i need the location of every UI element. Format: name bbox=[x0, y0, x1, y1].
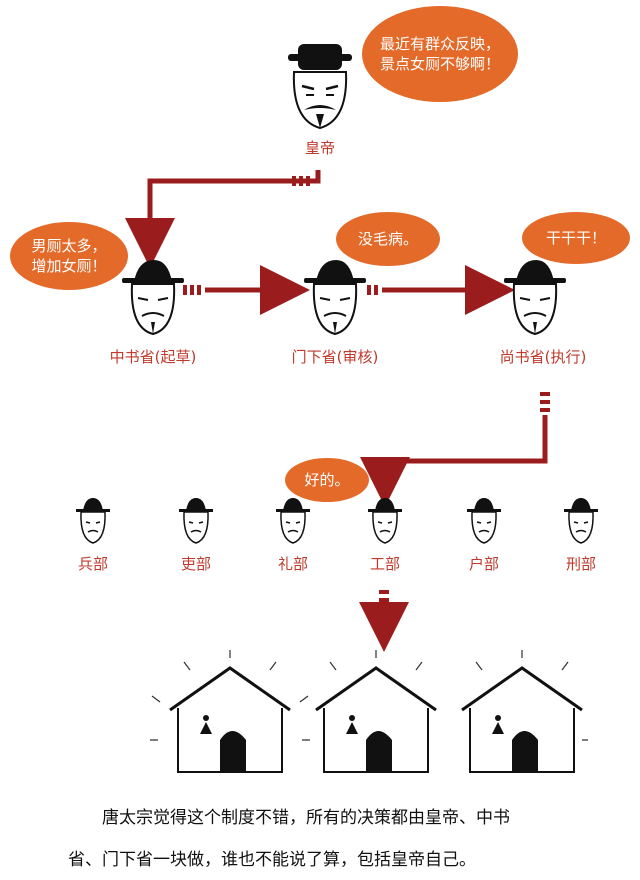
hubu-face-icon bbox=[467, 498, 501, 544]
emperor-speech-bubble: 最近有群众反映，景点女厕不够啊！ bbox=[362, 6, 518, 102]
arrow-gongbu-to-toilets bbox=[359, 590, 409, 652]
bingbu-face-icon bbox=[76, 498, 110, 544]
caption-line-2: 省、门下省一块做，谁也不能说了算，包括皇帝自己。 bbox=[68, 850, 476, 870]
ministry-label-bingbu: 兵部 bbox=[77, 555, 108, 573]
caption-line-1: 唐太宗觉得这个制度不错，所有的决策都由皇帝、中书 bbox=[102, 808, 510, 828]
menxia-speech-bubble: 没毛病。 bbox=[336, 212, 440, 266]
emperor-face-icon bbox=[288, 44, 352, 130]
libu-rites-face-icon bbox=[276, 498, 310, 544]
zhongshu-label: 中书省(起草) bbox=[109, 348, 197, 366]
arrow-shangshu-to-gongbu bbox=[360, 392, 550, 507]
shangshu-speech-bubble: 干干干！ bbox=[522, 212, 630, 264]
menxia-label: 门下省(审核) bbox=[291, 348, 379, 366]
zhongshu-face-icon bbox=[122, 260, 184, 336]
emperor-label: 皇帝 bbox=[304, 139, 335, 157]
arrow-emperor-to-zhongshu bbox=[125, 170, 321, 268]
gongbu-speech-bubble: 好的。 bbox=[285, 458, 369, 502]
ministry-label-libu-rites: 礼部 bbox=[277, 555, 308, 573]
ministry-label-xingbu: 刑部 bbox=[565, 555, 596, 573]
shangshu-speech: 干干干！ bbox=[545, 229, 606, 247]
ministry-label-gongbu: 工部 bbox=[369, 555, 400, 573]
womens-toilet-icon bbox=[315, 650, 437, 773]
menxia-face-icon bbox=[304, 260, 366, 336]
libu-official-face-icon bbox=[179, 498, 213, 544]
ministry-label-hubu: 户部 bbox=[468, 555, 499, 573]
shangshu-label: 尚书省(执行) bbox=[499, 348, 587, 366]
shangshu-face-icon bbox=[504, 260, 566, 336]
menxia-speech: 没毛病。 bbox=[357, 230, 418, 248]
xingbu-face-icon bbox=[564, 498, 598, 544]
womens-toilets-illustration bbox=[150, 650, 588, 773]
womens-toilet-icon bbox=[150, 650, 310, 773]
arrow-menxia-to-shangshu bbox=[367, 265, 515, 315]
gongbu-face-icon bbox=[368, 498, 402, 544]
arrow-zhongshu-to-menxia bbox=[183, 265, 310, 315]
gongbu-speech: 好的。 bbox=[304, 471, 350, 489]
zhongshu-speech: 男厕太多，增加女厕！ bbox=[31, 237, 107, 275]
emperor-speech: 最近有群众反映，景点女厕不够啊！ bbox=[380, 35, 501, 73]
caption-text: 唐太宗觉得这个制度不错，所有的决策都由皇帝、中书 省、门下省一块做，谁也不能说了… bbox=[40, 800, 620, 878]
ministry-label-libu-personnel: 吏部 bbox=[180, 555, 211, 573]
zhongshu-speech-bubble: 男厕太多，增加女厕！ bbox=[10, 222, 128, 290]
womens-toilet-icon bbox=[461, 650, 588, 773]
